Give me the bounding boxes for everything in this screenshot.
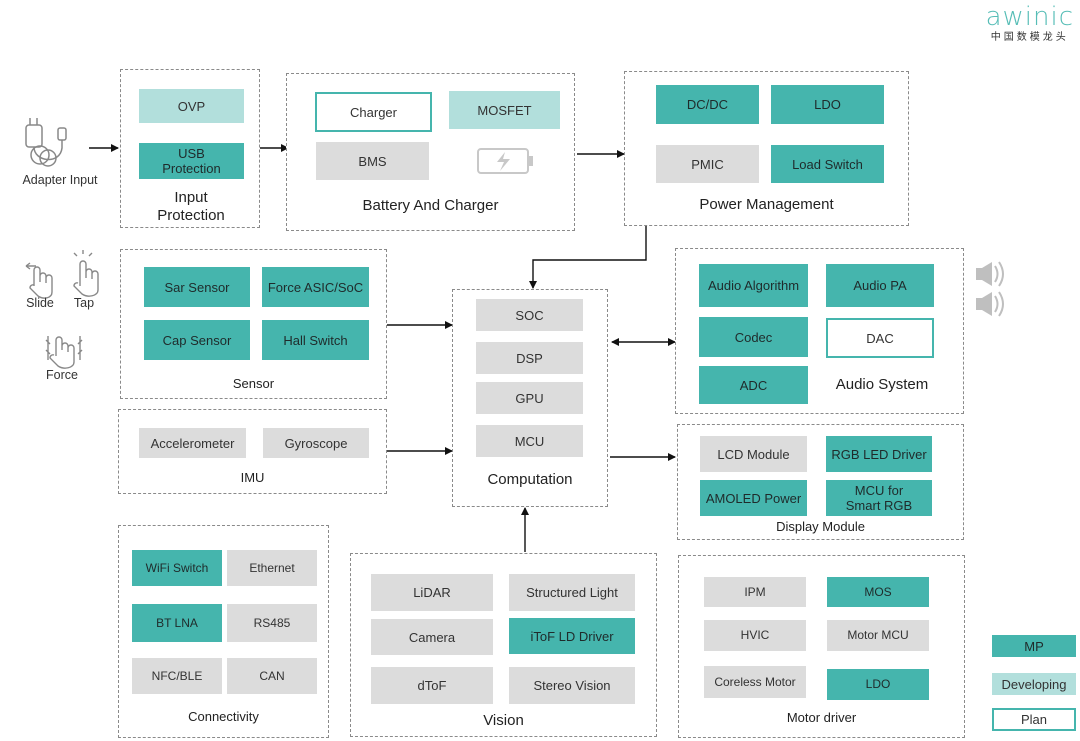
display-module-title: Display Module <box>776 519 865 534</box>
display-module-group: LCD Module RGB LED Driver AMOLED Power M… <box>677 424 964 540</box>
legend-mp: MP <box>992 635 1076 657</box>
lidar-block: LiDAR <box>371 574 493 611</box>
hvic-block: HVIC <box>704 620 806 651</box>
connectivity-title: Connectivity <box>188 709 259 724</box>
tap-icon <box>73 250 99 297</box>
mcu-smart-rgb-block: MCU for Smart RGB <box>826 480 932 516</box>
speaker-icon <box>976 261 1004 287</box>
logo-subtitle: 中国数模龙头 <box>990 32 1069 43</box>
rs485-block: RS485 <box>227 604 317 642</box>
audio-system-title: Audio System <box>835 376 929 393</box>
slide-label: Slide <box>26 296 54 310</box>
awinic-logo: awinic 中国数模龙头 <box>986 2 1074 43</box>
battery-charger-title: Battery And Charger <box>362 197 499 214</box>
audio-pa-block: Audio PA <box>826 264 934 307</box>
computation-group: SOC DSP GPU MCU Computation <box>452 289 608 507</box>
can-block: CAN <box>227 658 317 694</box>
motor-mcu-block: Motor MCU <box>827 620 929 651</box>
sensor-group: Sar Sensor Force ASIC/SoC Cap Sensor Hal… <box>120 249 387 399</box>
sar-sensor-block: Sar Sensor <box>144 267 250 307</box>
adapter-icon <box>25 118 67 167</box>
power-management-group: DC/DC LDO PMIC Load Switch Power Managem… <box>624 71 909 226</box>
rgb-led-driver-block: RGB LED Driver <box>826 436 932 472</box>
adapter-input-label: Adapter Input <box>22 173 98 187</box>
legend-plan: Plan <box>992 708 1076 731</box>
input-protection-title: Input Protection <box>157 189 225 224</box>
force-asic-block: Force ASIC/SoC <box>262 267 369 307</box>
itof-ld-driver-block: iToF LD Driver <box>509 618 635 654</box>
structured-light-block: Structured Light <box>509 574 635 611</box>
vision-group: LiDAR Structured Light Camera iToF LD Dr… <box>350 553 657 737</box>
accelerometer-block: Accelerometer <box>139 428 246 458</box>
tap-label: Tap <box>73 296 95 310</box>
force-label: Force <box>46 368 78 382</box>
nfc-ble-block: NFC/BLE <box>132 658 222 694</box>
gyroscope-block: Gyroscope <box>263 428 369 458</box>
hall-switch-block: Hall Switch <box>262 320 369 360</box>
audio-algorithm-block: Audio Algorithm <box>699 264 808 307</box>
charger-block: Charger <box>315 92 432 132</box>
legend-developing: Developing <box>992 673 1076 695</box>
lcd-module-block: LCD Module <box>700 436 807 472</box>
sensor-title: Sensor <box>232 376 275 391</box>
dsp-block: DSP <box>476 342 583 374</box>
mos-block: MOS <box>827 577 929 607</box>
speaker-icon-2 <box>976 291 1004 317</box>
motor-driver-group: IPM MOS HVIC Motor MCU Coreless Motor LD… <box>678 555 965 738</box>
mcu-block: MCU <box>476 425 583 457</box>
mosfet-block: MOSFET <box>449 91 560 129</box>
cap-sensor-block: Cap Sensor <box>144 320 250 360</box>
ovp-block: OVP <box>139 89 244 123</box>
motor-ldo-block: LDO <box>827 669 929 700</box>
adc-block: ADC <box>699 366 808 404</box>
power-management-title: Power Management <box>699 196 834 213</box>
motor-driver-title: Motor driver <box>786 710 857 725</box>
logo-brand: awinic <box>985 2 1074 32</box>
slide-icon <box>25 262 53 299</box>
amoled-power-block: AMOLED Power <box>700 480 807 516</box>
dac-block: DAC <box>826 318 934 358</box>
connectivity-group: WiFi Switch Ethernet BT LNA RS485 NFC/BL… <box>118 525 329 738</box>
force-icon <box>45 336 83 369</box>
imu-group: Accelerometer Gyroscope IMU <box>118 409 387 494</box>
audio-system-group: Audio Algorithm Audio PA Codec DAC ADC A… <box>675 248 964 414</box>
imu-title: IMU <box>240 470 265 485</box>
ipm-block: IPM <box>704 577 806 607</box>
input-protection-group: OVP USB Protection Input Protection <box>120 69 260 228</box>
pmic-block: PMIC <box>656 145 759 183</box>
dcdc-block: DC/DC <box>656 85 759 124</box>
bt-lna-block: BT LNA <box>132 604 222 642</box>
vision-title: Vision <box>483 712 524 729</box>
wifi-switch-block: WiFi Switch <box>132 550 222 586</box>
camera-block: Camera <box>371 619 493 655</box>
battery-charger-group: Charger MOSFET BMS Battery And Charger <box>286 73 575 231</box>
codec-block: Codec <box>699 317 808 357</box>
ethernet-block: Ethernet <box>227 550 317 586</box>
computation-title: Computation <box>487 471 573 488</box>
usb-protection-block: USB Protection <box>139 143 244 179</box>
soc-block: SOC <box>476 299 583 331</box>
bms-block: BMS <box>316 142 429 180</box>
gpu-block: GPU <box>476 382 583 414</box>
ldo-block: LDO <box>771 85 884 124</box>
dtof-block: dToF <box>371 667 493 704</box>
coreless-motor-block: Coreless Motor <box>704 666 806 698</box>
battery-icon <box>477 148 533 174</box>
stereo-vision-block: Stereo Vision <box>509 667 635 704</box>
load-switch-block: Load Switch <box>771 145 884 183</box>
